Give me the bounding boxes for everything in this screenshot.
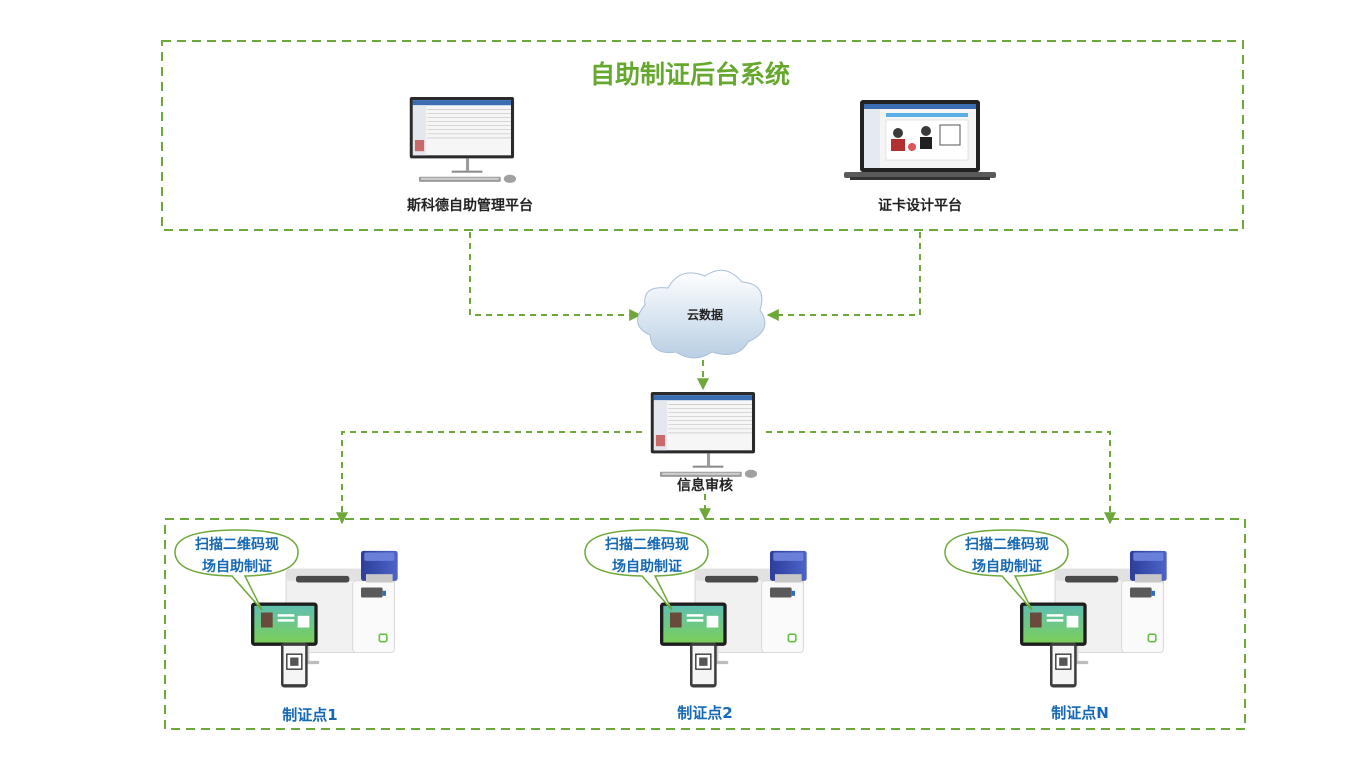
station-n-label: 制证点N [1051, 704, 1109, 722]
bubble-line-2: 场自助制证 [612, 559, 682, 575]
management-computer-icon [409, 96, 517, 184]
bubble-line-1: 扫描二维码现 [965, 537, 1049, 553]
design-laptop-icon [843, 99, 997, 181]
review-computer-icon [650, 391, 758, 479]
connector-review-to-station-n [766, 431, 1116, 525]
connector-design-to-cloud [766, 232, 921, 321]
info-review-label: 信息审核 [677, 478, 733, 494]
card-design-platform-label: 证卡设计平台 [878, 198, 962, 214]
station-2-bubble-text: 扫描二维码现 场自助制证 [590, 534, 704, 578]
station-1-bubble-text: 扫描二维码现 场自助制证 [180, 534, 294, 578]
cloud-icon [637, 269, 766, 359]
backend-system-frame [161, 40, 1244, 231]
station-n-bubble [944, 529, 1069, 611]
bubble-line-1: 扫描二维码现 [195, 537, 279, 553]
station-1-bubble [174, 529, 299, 611]
bubble-line-1: 扫描二维码现 [605, 537, 689, 553]
connector-review-to-station-1 [336, 431, 642, 525]
management-platform-label: 斯科德自助管理平台 [407, 198, 533, 214]
bubble-line-2: 场自助制证 [972, 559, 1042, 575]
station-2-label: 制证点2 [677, 704, 733, 722]
station-1-label: 制证点1 [282, 706, 338, 724]
system-title: 自助制证后台系统 [589, 60, 790, 89]
station-2-bubble [584, 529, 709, 611]
cloud-data-label: 云数据 [686, 308, 723, 322]
connector-management-to-cloud [469, 232, 642, 321]
station-n-bubble-text: 扫描二维码现 场自助制证 [950, 534, 1064, 578]
bubble-line-2: 场自助制证 [202, 559, 272, 575]
